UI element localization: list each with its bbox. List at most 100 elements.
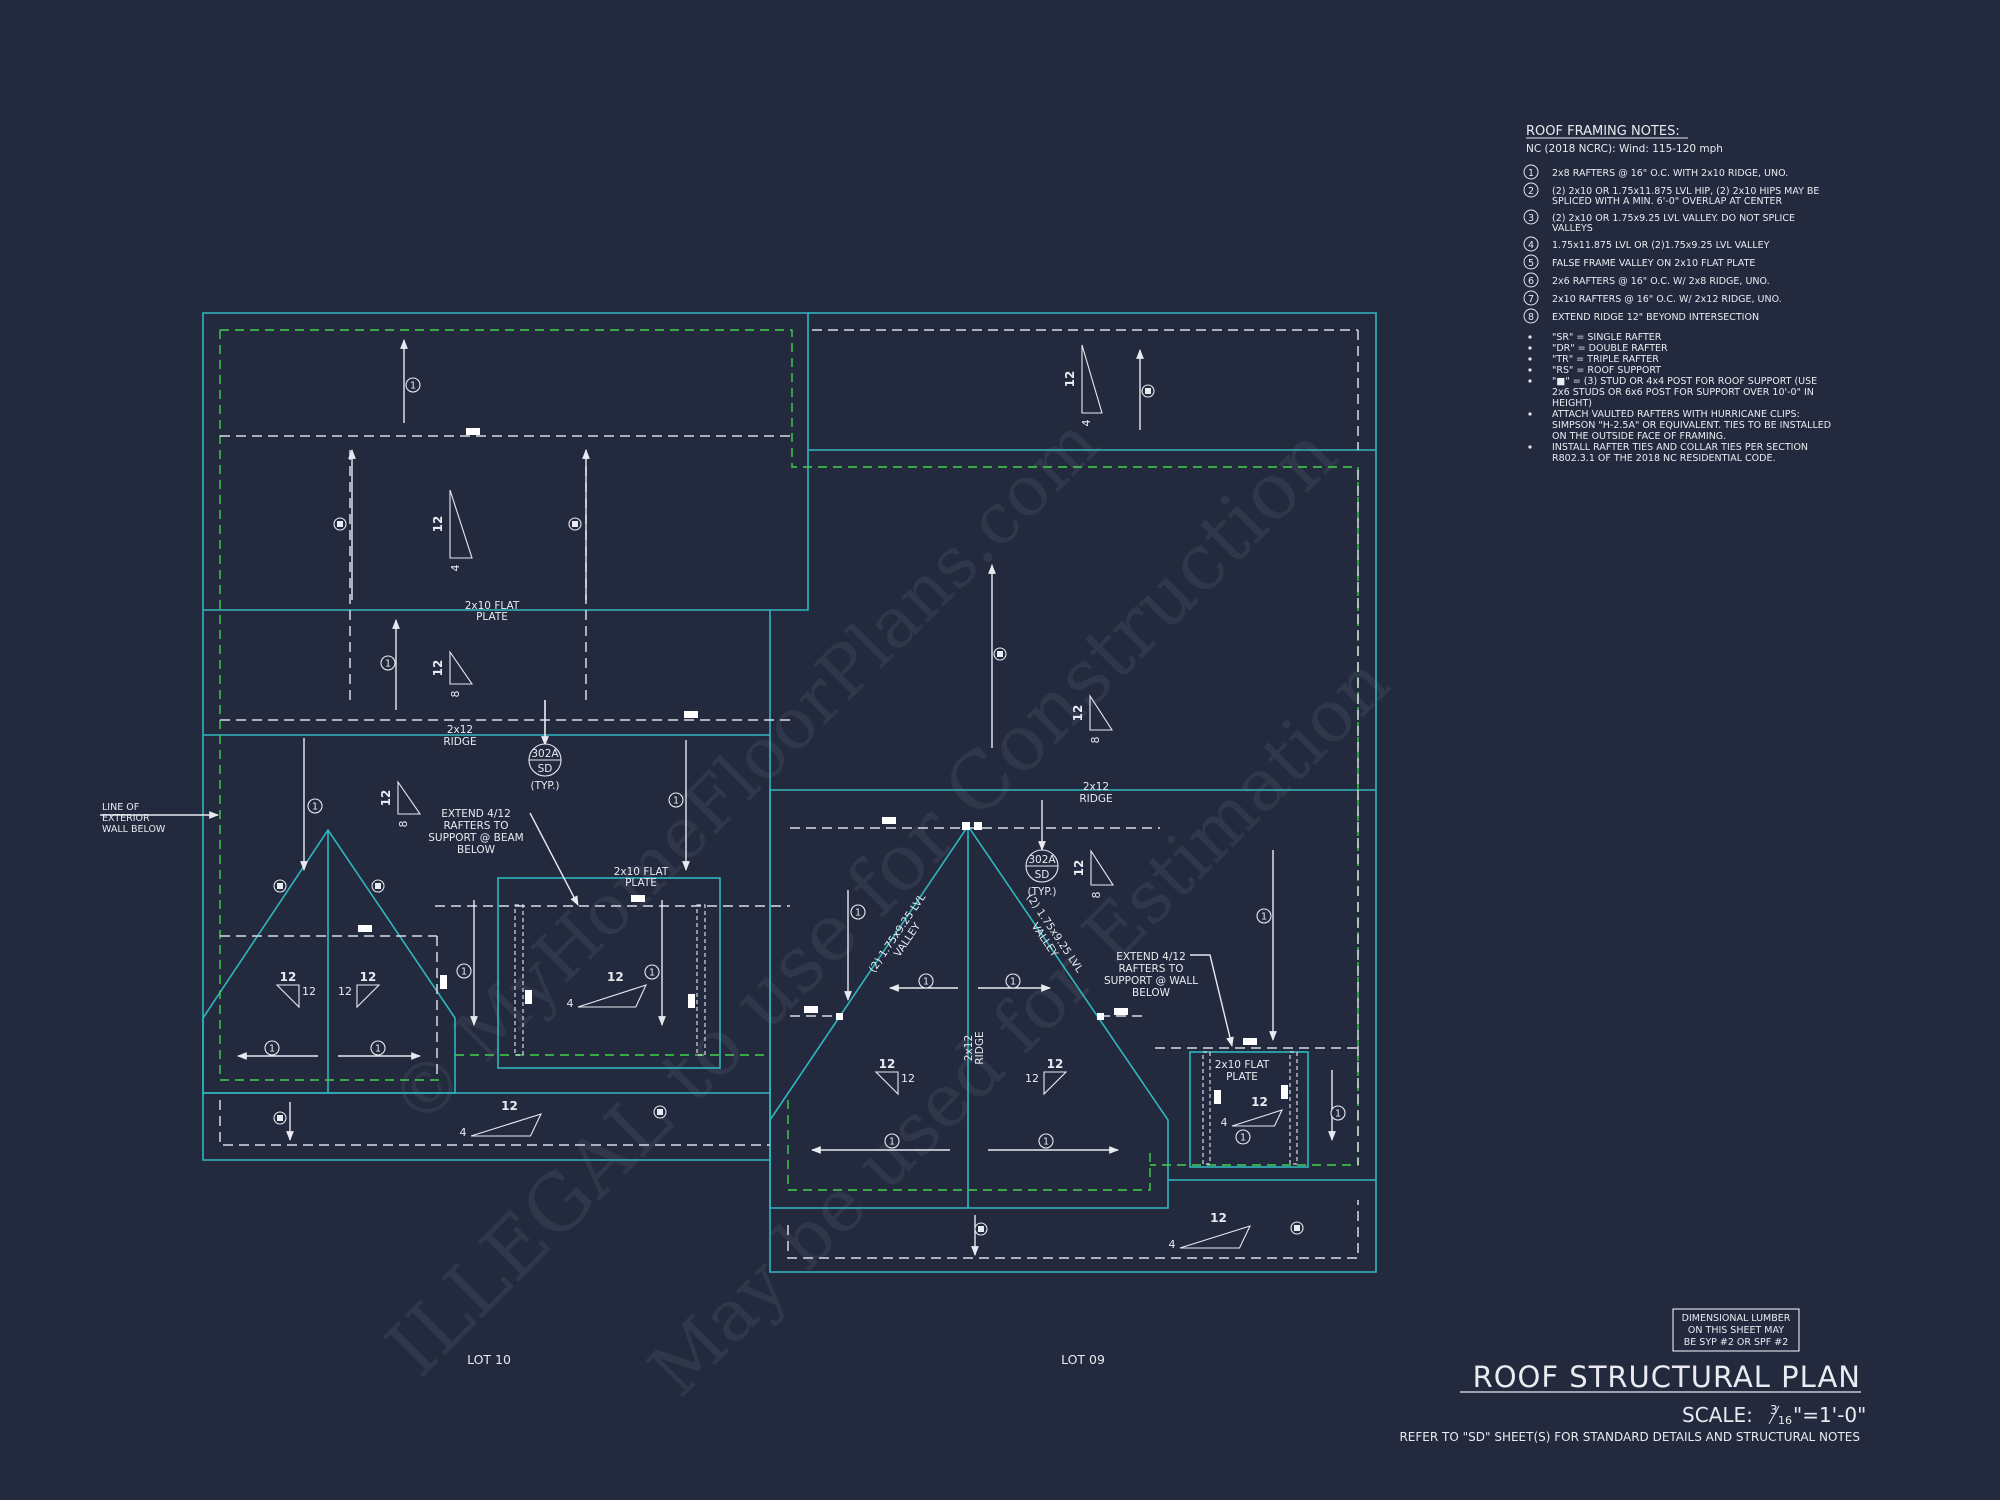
slope-run: 12 [1025, 1072, 1039, 1085]
note-marker: 1 [380, 655, 396, 671]
label-ridge-vertical: 2x12 RIDGE [963, 1031, 986, 1064]
bullet-dot [1528, 346, 1532, 350]
note-number: 2 [1528, 186, 1534, 197]
bullet-text: "TR" = TRIPLE RAFTER [1552, 354, 1659, 365]
note-marker: 1 [1038, 1133, 1054, 1149]
note-bullet-1: "SR" = SINGLE RAFTER [1528, 332, 1662, 343]
slope-indicator-s6: 128 [1072, 849, 1115, 899]
slope-rise: 12 [607, 970, 624, 984]
support [466, 428, 480, 435]
post-marker [1141, 384, 1155, 398]
flat-plate-box-mid [497, 877, 721, 1069]
slope-triangle [449, 489, 473, 559]
section-tag-number: 302A [531, 748, 559, 760]
bullet-text: INSTALL RAFTER TIES AND COLLAR TIES PER … [1552, 442, 1808, 453]
slope-triangle [275, 984, 300, 1009]
slope-run: 12 [901, 1072, 915, 1085]
right-building-outline [769, 312, 1377, 1273]
svg-text:1: 1 [649, 968, 655, 979]
slope-triangle [577, 984, 648, 1008]
bullet-text: "■" = (3) STUD OR 4x4 POST FOR ROOF SUPP… [1552, 376, 1817, 387]
slope-triangle [356, 984, 381, 1009]
green-eave-left [220, 329, 1359, 1166]
bullet-text: R802.3.1 OF THE 2018 NC RESIDENTIAL CODE… [1552, 453, 1776, 464]
lumber-note-line-2: ON THIS SHEET MAY [1688, 1325, 1784, 1336]
label-extend-left-4: BELOW [457, 844, 496, 856]
slope-triangle [1081, 344, 1103, 414]
note-marker: 1 [264, 1040, 280, 1056]
note-marker: 1 [307, 798, 323, 814]
bullet-text: ATTACH VAULTED RAFTERS WITH HURRICANE CL… [1552, 409, 1800, 420]
svg-text:1: 1 [1043, 1137, 1049, 1148]
note-number-circle [1523, 272, 1539, 288]
note-item-3: 3(2) 2x10 OR 1.75x9.25 LVL VALLEY. DO NO… [1523, 209, 1795, 234]
label-ridge-left-1: 2x12 [447, 724, 473, 736]
svg-text:1: 1 [269, 1044, 275, 1055]
support [525, 990, 532, 1004]
slope-indicator-s14: 124 [1169, 1211, 1252, 1251]
support [882, 817, 896, 824]
slope-indicator-s10: 124 [460, 1099, 543, 1139]
post-markers [273, 384, 1304, 1236]
svg-text:1: 1 [385, 659, 391, 670]
slope-rise: 12 [280, 970, 297, 984]
slope-triangle [1231, 1109, 1284, 1127]
slope-triangle [470, 1113, 543, 1137]
bullet-dot [1528, 357, 1532, 361]
slope-run: 8 [449, 691, 462, 698]
slope-run: 4 [460, 1126, 467, 1139]
note-bullet-5: "■" = (3) STUD OR 4x4 POST FOR ROOF SUPP… [1528, 376, 1817, 409]
slope-triangle [449, 650, 474, 685]
note-item-2: 2(2) 2x10 OR 1.75x11.875 LVL HIP, (2) 2x… [1523, 182, 1819, 207]
svg-text:1: 1 [461, 967, 467, 978]
note-bullet-3: "TR" = TRIPLE RAFTER [1528, 354, 1659, 365]
scale-value: "=1'-0" [1793, 1403, 1866, 1427]
bullet-text: "SR" = SINGLE RAFTER [1552, 332, 1662, 343]
note-text: 2x8 RAFTERS @ 16" O.C. WITH 2x10 RIDGE, … [1552, 168, 1788, 179]
support [804, 1006, 818, 1013]
support [631, 895, 645, 902]
label-exterior-wall-2: EXTERIOR [102, 813, 150, 824]
svg-text:1: 1 [1240, 1133, 1246, 1144]
label-ridge-right-2: RIDGE [1079, 793, 1112, 805]
slope-rise: 12 [1071, 705, 1085, 722]
support [1214, 1090, 1221, 1104]
slope-run: 4 [1221, 1116, 1228, 1129]
slope-rise: 12 [1251, 1095, 1268, 1109]
svg-text:1: 1 [1261, 912, 1267, 923]
flat-plate-box-right [1189, 1051, 1309, 1168]
slope-run: 4 [1169, 1238, 1176, 1251]
scale-label: SCALE: [1682, 1403, 1753, 1427]
note-marker: 1 [1005, 973, 1021, 989]
slope-triangle [1179, 1225, 1252, 1249]
label-lot-09: LOT 09 [1061, 1352, 1105, 1367]
note-text: 1.75x11.875 LVL OR (2)1.75x9.25 LVL VALL… [1552, 240, 1770, 251]
support [358, 925, 372, 932]
label-lot-10: LOT 10 [467, 1352, 511, 1367]
note-marker: 1 [644, 964, 660, 980]
slope-indicator-s2: 124 [1063, 344, 1103, 427]
label-flat-plate-upper-1: 2x10 FLAT [465, 600, 520, 612]
support [1114, 1008, 1128, 1015]
slope-run: 4 [1080, 420, 1093, 427]
section-tag-right: 302A SD (TYP.) [1025, 849, 1059, 898]
note-text: SPLICED WITH A MIN. 6'-0" OVERLAP AT CEN… [1552, 196, 1782, 207]
note-text: (2) 2x10 OR 1.75x9.25 LVL VALLEY. DO NOT… [1552, 213, 1795, 224]
stud-strip-4 [1289, 1051, 1298, 1165]
post-marker [974, 1222, 988, 1236]
stud-strip-3 [1202, 1051, 1211, 1165]
note-text: EXTEND RIDGE 12" BEYOND INTERSECTION [1552, 312, 1759, 323]
slope-run: 4 [567, 997, 574, 1010]
svg-text:1: 1 [673, 796, 679, 807]
svg-text:1: 1 [889, 1137, 895, 1148]
notes-bullets: "SR" = SINGLE RAFTER"DR" = DOUBLE RAFTER… [1528, 332, 1831, 464]
note-number: 6 [1528, 276, 1534, 287]
section-tag-left: 302A SD (TYP.) [528, 743, 562, 792]
reference-note: REFER TO "SD" SHEET(S) FOR STANDARD DETA… [1399, 1430, 1860, 1444]
note-bullet-4: "RS" = ROOF SUPPORT [1528, 365, 1661, 376]
label-extend-left-3: SUPPORT @ BEAM [428, 832, 523, 844]
scale-fraction-slash [1768, 1405, 1780, 1425]
